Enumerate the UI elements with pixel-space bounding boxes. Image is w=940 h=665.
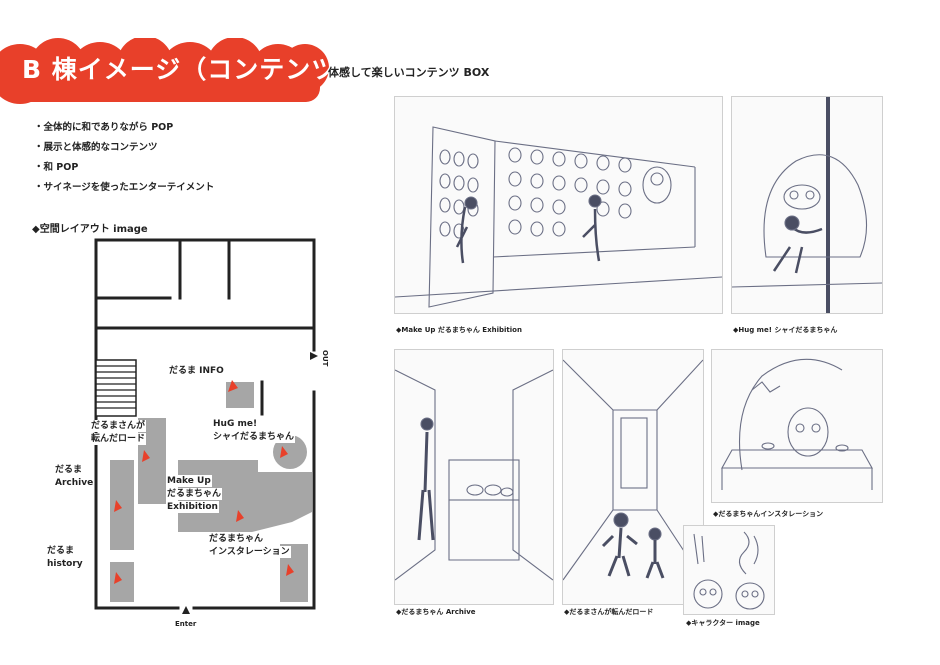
sketch-makeup-exhibition xyxy=(394,96,723,314)
caption-character: ◆キャラクター image xyxy=(686,619,760,627)
booth-archive xyxy=(110,460,134,550)
bullet-item: ・全体的に和でありながら POP xyxy=(34,122,174,133)
label-daruma-info: だるま INFO xyxy=(168,365,225,377)
label-installation-line1: だるまちゃん xyxy=(208,533,265,545)
label-road-line2: 転んだロード xyxy=(90,433,147,445)
booth-hug-me xyxy=(273,435,307,469)
label-enter: Enter xyxy=(175,620,197,628)
caption-hug-me: ◆Hug me! シャイだるまちゃん xyxy=(733,326,838,334)
booth-history xyxy=(110,562,134,602)
caption-makeup: ◆Make Up だるまちゃん Exhibition xyxy=(396,326,522,334)
sketch-character xyxy=(683,525,775,615)
sketch-installation xyxy=(711,349,883,503)
caption-archive: ◆だるまちゃん Archive xyxy=(396,608,476,616)
stairs xyxy=(95,359,137,417)
concept-bullet-list: ・全体的に和でありながら POP ・展示と体感的なコンテンツ ・和 POP ・サ… xyxy=(34,118,214,198)
label-archive-line2: Archive xyxy=(54,477,95,489)
sketch-road xyxy=(562,349,704,605)
layout-heading: ◆空間レイアウト image xyxy=(32,224,148,235)
title-banner-cloud xyxy=(0,38,329,104)
label-out: OUT xyxy=(321,350,329,367)
caption-installation: ◆だるまちゃんインスタレーション xyxy=(713,510,824,518)
sketch-hug-me xyxy=(731,96,883,314)
bullet-item: ・サイネージを使ったエンターテイメント xyxy=(34,182,215,193)
content-box-heading: 体感して楽しいコンテンツ BOX xyxy=(328,66,490,79)
label-makeup-line3: Exhibition xyxy=(166,501,219,513)
bullet-item: ・展示と体感的なコンテンツ xyxy=(34,142,158,153)
page-title: B 棟イメージ（コンテンツ） xyxy=(22,55,364,84)
label-makeup-line2: だるまちゃん xyxy=(166,488,223,500)
label-road-line1: だるまさんが xyxy=(90,420,147,432)
label-hug-me-line1: HuG me! xyxy=(212,418,259,430)
label-archive-line1: だるま xyxy=(54,464,84,476)
caption-road: ◆だるまさんが転んだロード xyxy=(564,608,654,616)
floor-plan-drawing xyxy=(94,238,318,614)
label-makeup-line1: Make Up xyxy=(166,475,212,487)
bullet-item: ・和 POP xyxy=(34,162,79,173)
label-hug-me-line2: シャイだるまちゃん xyxy=(212,431,296,443)
floor-plan: だるま INFO HuG me! シャイだるまちゃん だるまさんが 転んだロード… xyxy=(46,232,332,632)
label-installation-line2: インスタレーション xyxy=(208,546,291,558)
sketch-archive xyxy=(394,349,554,605)
label-history-line2: history xyxy=(46,558,84,570)
label-history-line1: だるま xyxy=(46,545,76,557)
